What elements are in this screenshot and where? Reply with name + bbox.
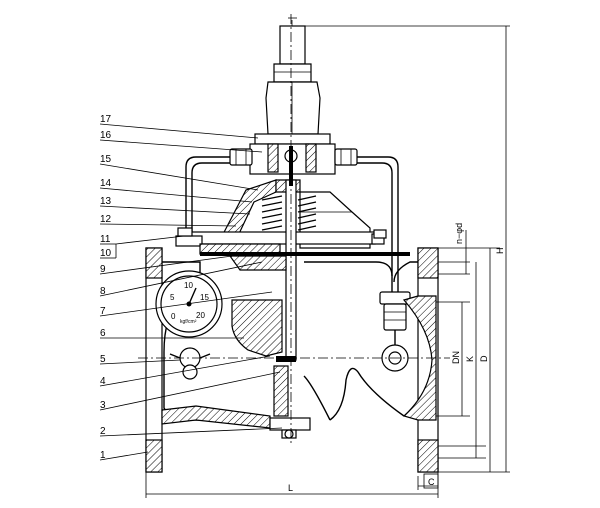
dim-H: H (495, 248, 505, 255)
centerlines (138, 14, 450, 446)
callout-9: 9 (100, 264, 106, 275)
main-spring (261, 195, 317, 231)
dim-L: L (288, 483, 293, 493)
valve-cover (175, 179, 385, 255)
pressure-gauge: 0 5 10 15 20 kgf/cm² (155, 270, 223, 338)
pilot-adjusting-screw (265, 17, 321, 135)
dim-K: K (465, 356, 475, 362)
gauge-unit: kgf/cm² (180, 319, 197, 325)
callout-5: 5 (100, 354, 106, 365)
callout-17: 17 (100, 114, 112, 125)
cover-bolts (177, 227, 387, 239)
callout-4: 4 (100, 376, 106, 387)
dimension-labels: n−φd H DN K D L C (288, 223, 505, 493)
callout-7: 7 (100, 306, 106, 317)
callout-6: 6 (100, 328, 106, 339)
callout-8: 8 (100, 286, 106, 297)
needle-valve-5 (169, 347, 211, 380)
callout-1: 1 (100, 450, 106, 461)
dim-n-phi-d: n−φd (454, 223, 464, 244)
gauge-tick-5: 5 (170, 293, 175, 302)
gauge-tick-10: 10 (184, 281, 193, 290)
callout-leaders (99, 123, 283, 461)
callout-labels: 17 16 15 14 13 12 11 10 9 8 7 6 5 4 3 2 … (100, 114, 112, 461)
dim-C: C (428, 477, 435, 487)
pilot-body (229, 133, 358, 175)
callout-13: 13 (100, 196, 112, 207)
callout-10: 10 (100, 248, 112, 259)
gauge-tick-20: 20 (196, 311, 205, 320)
callout-3: 3 (100, 400, 106, 411)
gauge-tick-15: 15 (200, 293, 209, 302)
valve-disc (231, 299, 296, 417)
callout-12: 12 (100, 214, 112, 225)
callout-14: 14 (100, 178, 112, 189)
callout-16: 16 (100, 130, 112, 141)
diaphragm (200, 252, 410, 271)
callout-2: 2 (100, 426, 106, 437)
dimension-lines (145, 25, 510, 498)
dim-DN: DN (451, 351, 461, 364)
dim-D: D (479, 355, 489, 362)
valve-body (145, 247, 439, 473)
callout-11: 11 (100, 234, 111, 245)
callout-15: 15 (100, 154, 112, 165)
gauge-tick-0: 0 (171, 312, 176, 321)
